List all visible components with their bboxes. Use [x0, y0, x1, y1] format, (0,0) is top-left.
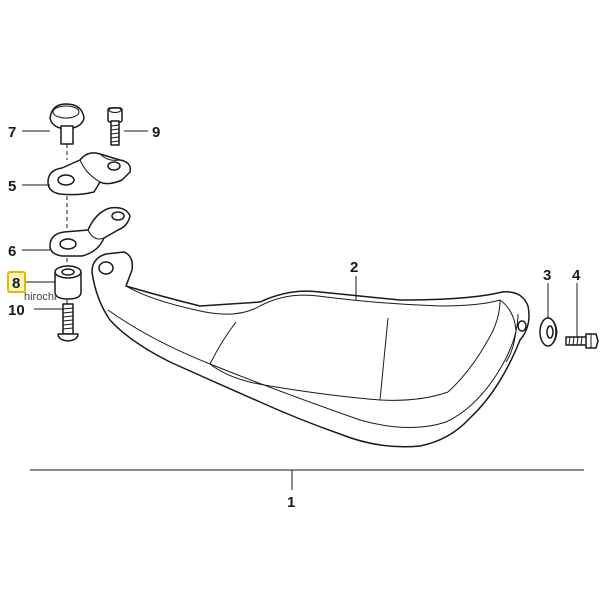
- part-5-upper-clamp: [47, 152, 132, 196]
- callout-9: 9: [152, 124, 160, 141]
- part-3-washer: [539, 317, 558, 347]
- callout-6: 6: [8, 243, 16, 260]
- part-7-knob: [49, 103, 85, 160]
- callout-10: 10: [8, 302, 25, 319]
- callout-2: 2: [350, 259, 358, 276]
- part-9-bolt: [107, 107, 123, 146]
- callout-4: 4: [572, 267, 581, 284]
- part-4-bolt: [565, 333, 599, 349]
- callout-1: 1: [287, 494, 295, 511]
- part-8-spacer: [54, 265, 82, 300]
- callout-8-highlight: [7, 271, 26, 293]
- callout-7: 7: [8, 124, 16, 141]
- part-10-screw: [57, 303, 79, 342]
- part-2-hand-guard: [91, 251, 530, 448]
- callout-3: 3: [543, 267, 551, 284]
- watermark: hirochi: [24, 291, 56, 303]
- callout-5: 5: [8, 178, 16, 195]
- callout-8: 8: [12, 275, 20, 292]
- leader-lines: [22, 130, 584, 490]
- part-6-lower-clamp: [49, 206, 131, 257]
